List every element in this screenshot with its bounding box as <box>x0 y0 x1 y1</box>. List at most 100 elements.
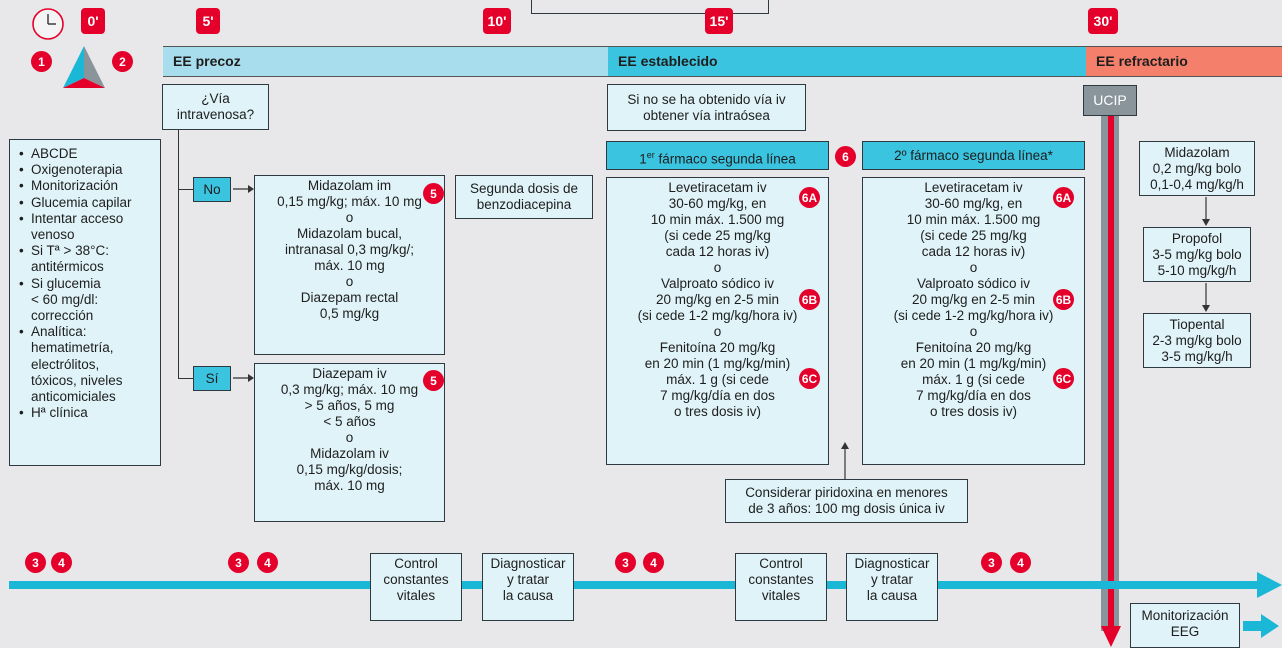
second-second-line-header: 2º fármaco segunda línea* <box>862 141 1085 170</box>
timeline-arrow <box>9 572 1282 598</box>
initial-measure-text: Hª clínica <box>31 405 88 421</box>
band-top-rule <box>163 46 1282 47</box>
badge-6a: 6A <box>799 187 820 208</box>
timeline-badge-3: 3 <box>981 552 1002 573</box>
timeline-badge-4: 4 <box>1010 552 1031 573</box>
drug-line: Fenitoína 20 mg/kg <box>915 340 1032 355</box>
connector-no <box>178 189 193 190</box>
iv-line: > 5 años, 5 mg <box>304 398 395 413</box>
drug-line: o <box>969 324 978 339</box>
initial-measure-text: corrección <box>31 308 94 324</box>
badge-6b: 6B <box>1053 289 1074 310</box>
diagnose-treat-box: Diagnosticar y tratar la causa <box>846 553 938 621</box>
initial-measure-text: electrólitos, <box>31 356 100 372</box>
drug-line: o <box>713 324 722 339</box>
io-access-line: Si no se ha obtenido vía iv <box>627 92 786 107</box>
no-iv-line: Diazepam rectal <box>300 290 399 305</box>
diagnose-line: Diagnosticar <box>490 556 566 571</box>
step-badge-5: 5 <box>423 183 444 204</box>
timeline-badge-4: 4 <box>643 552 664 573</box>
badge-6a: 6A <box>1053 187 1074 208</box>
no-iv-line: o <box>345 274 354 289</box>
vitals-line: vitales <box>396 588 436 603</box>
ucip-label: UCIP <box>1093 92 1127 108</box>
vitals-line: constantes <box>383 572 449 587</box>
iv-line: máx. 10 mg <box>314 478 385 493</box>
midazolam-line: 0,1-0,4 mg/kg/h <box>1150 177 1244 192</box>
eeg-line: Monitorización <box>1141 608 1229 623</box>
initial-measure-text: Analítica: <box>31 324 87 340</box>
drug-line: Levetiracetam iv <box>924 180 1023 195</box>
second-dose-line: benzodiacepina <box>476 197 572 212</box>
no-iv-line: o <box>345 210 354 225</box>
vitals-line: constantes <box>748 572 814 587</box>
initial-measure-text: Intentar acceso <box>31 210 124 226</box>
diagnose-line: y tratar <box>870 572 913 587</box>
initial-measure-item: Oxigenoterapia <box>19 162 160 178</box>
initial-measure-text: Glucemia capilar <box>31 194 132 210</box>
iv-line: 0,15 mg/kg/dosis; <box>296 462 403 477</box>
initial-measure-text: antitérmicos <box>31 259 104 275</box>
ucip-box: UCIP <box>1083 85 1137 116</box>
first-second-line-sup: er <box>646 150 655 160</box>
pyridoxine-box: Considerar piridoxina en menores de 3 añ… <box>725 479 968 523</box>
propofol-line: Propofol <box>1171 231 1223 246</box>
no-iv-line: Midazolam bucal, <box>296 226 403 241</box>
io-access-box: Si no se ha obtenido vía iv obtener vía … <box>607 84 806 131</box>
time-30: 30' <box>1088 8 1118 34</box>
drug-line: Valproato sódico iv <box>660 276 775 291</box>
badge-6c: 6C <box>799 368 820 389</box>
eeg-monitoring-box: Monitorización EEG <box>1130 603 1240 648</box>
arrow-right-icon <box>233 185 254 193</box>
badge-6c: 6C <box>1053 368 1074 389</box>
initial-measure-item: Glucemia capilar <box>19 195 160 211</box>
timeline-badge-4: 4 <box>51 552 72 573</box>
drug-line: o <box>969 260 978 275</box>
drug-line: (si cede 25 mg/kg <box>664 228 771 243</box>
initial-measure-text: Si Tª > 38°C: <box>31 243 110 259</box>
iv-question-line: intravenosa? <box>176 107 255 122</box>
vitals-line: vitales <box>761 588 801 603</box>
phase-early-band: EE precoz <box>163 46 608 76</box>
initial-measure-item: Monitorización <box>19 178 160 194</box>
timeline-badge-3: 3 <box>615 552 636 573</box>
vitals-line: Control <box>394 556 438 571</box>
initial-measure-item: Hª clínica <box>19 405 160 421</box>
step-badge-6: 6 <box>835 146 856 167</box>
drug-line: o tres dosis iv) <box>929 404 1018 419</box>
initial-measure-text: Oxigenoterapia <box>31 162 123 178</box>
timeline-badge-3: 3 <box>25 552 46 573</box>
eeg-arrow-icon <box>1243 614 1279 638</box>
initial-measure-item: ABCDE <box>19 146 160 162</box>
no-iv-line: máx. 10 mg <box>314 258 385 273</box>
arrow-up-icon <box>841 442 849 480</box>
iv-line: o <box>345 430 354 445</box>
phase-established-label: EE establecido <box>618 53 718 69</box>
initial-measure-text: Si glucemia <box>31 275 101 291</box>
timeline-badge-3: 3 <box>228 552 249 573</box>
iv-line: 0,3 mg/kg; máx. 10 mg <box>280 382 419 397</box>
initial-measures-list: ABCDEOxigenoterapiaMonitorizaciónGlucemi… <box>19 146 160 422</box>
tiopental-line: 3-5 mg/kg/h <box>1161 349 1233 364</box>
iv-question-line: ¿Vía <box>201 91 230 106</box>
second-second-line-text: 2º fármaco segunda línea* <box>894 148 1053 163</box>
midazolam-line: 0,2 mg/kg bolo <box>1152 161 1242 176</box>
no-iv-line: intranasal 0,3 mg/kg/; <box>284 242 415 257</box>
initial-measure-text: ABCDE <box>31 146 78 161</box>
drug-line: 10 min máx. 1.500 mg <box>906 212 1041 227</box>
no-label: No <box>203 182 221 197</box>
arrow-right-icon <box>233 374 254 382</box>
diagnose-line: y tratar <box>506 572 549 587</box>
vitals-line: Control <box>759 556 803 571</box>
drug-line: en 20 min (1 mg/kg/min) <box>900 356 1047 371</box>
initial-measure-text: tóxicos, niveles <box>31 372 123 388</box>
no-iv-line: 0,5 mg/kg <box>319 306 380 321</box>
eeg-line: EEG <box>1170 624 1200 639</box>
drug-line: o <box>713 260 722 275</box>
tiopental-box: Tiopental 2-3 mg/kg bolo 3-5 mg/kg/h <box>1143 313 1251 368</box>
drug-line: 10 min máx. 1.500 mg <box>650 212 785 227</box>
iv-line: Midazolam iv <box>310 446 389 461</box>
midazolam-line: Midazolam <box>1164 145 1230 160</box>
